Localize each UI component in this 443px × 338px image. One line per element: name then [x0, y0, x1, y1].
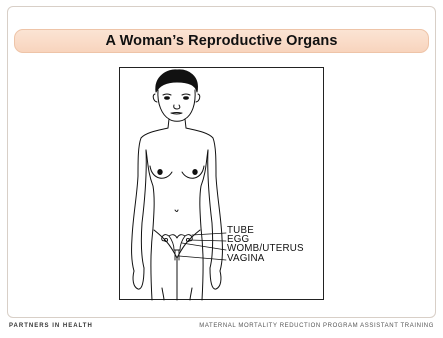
slide-title: A Woman’s Reproductive Organs [106, 33, 338, 49]
reproductive-organs-drawing [162, 235, 193, 260]
right-arm-outline [186, 128, 222, 271]
anatomy-illustration [119, 67, 324, 300]
woman-figure-drawing [120, 68, 325, 301]
footer-organization: PARTNERS IN HEALTH [9, 323, 93, 329]
hair-shape [156, 70, 198, 92]
label-vagina: VAGINA [227, 254, 265, 264]
title-banner: A Woman’s Reproductive Organs [14, 29, 429, 53]
footer-bar: PARTNERS IN HEALTH MATERNAL MORTALITY RE… [0, 318, 443, 338]
footer-program-name: MATERNAL MORTALITY REDUCTION PROGRAM ASS… [199, 323, 434, 329]
left-arm-outline [132, 128, 168, 271]
